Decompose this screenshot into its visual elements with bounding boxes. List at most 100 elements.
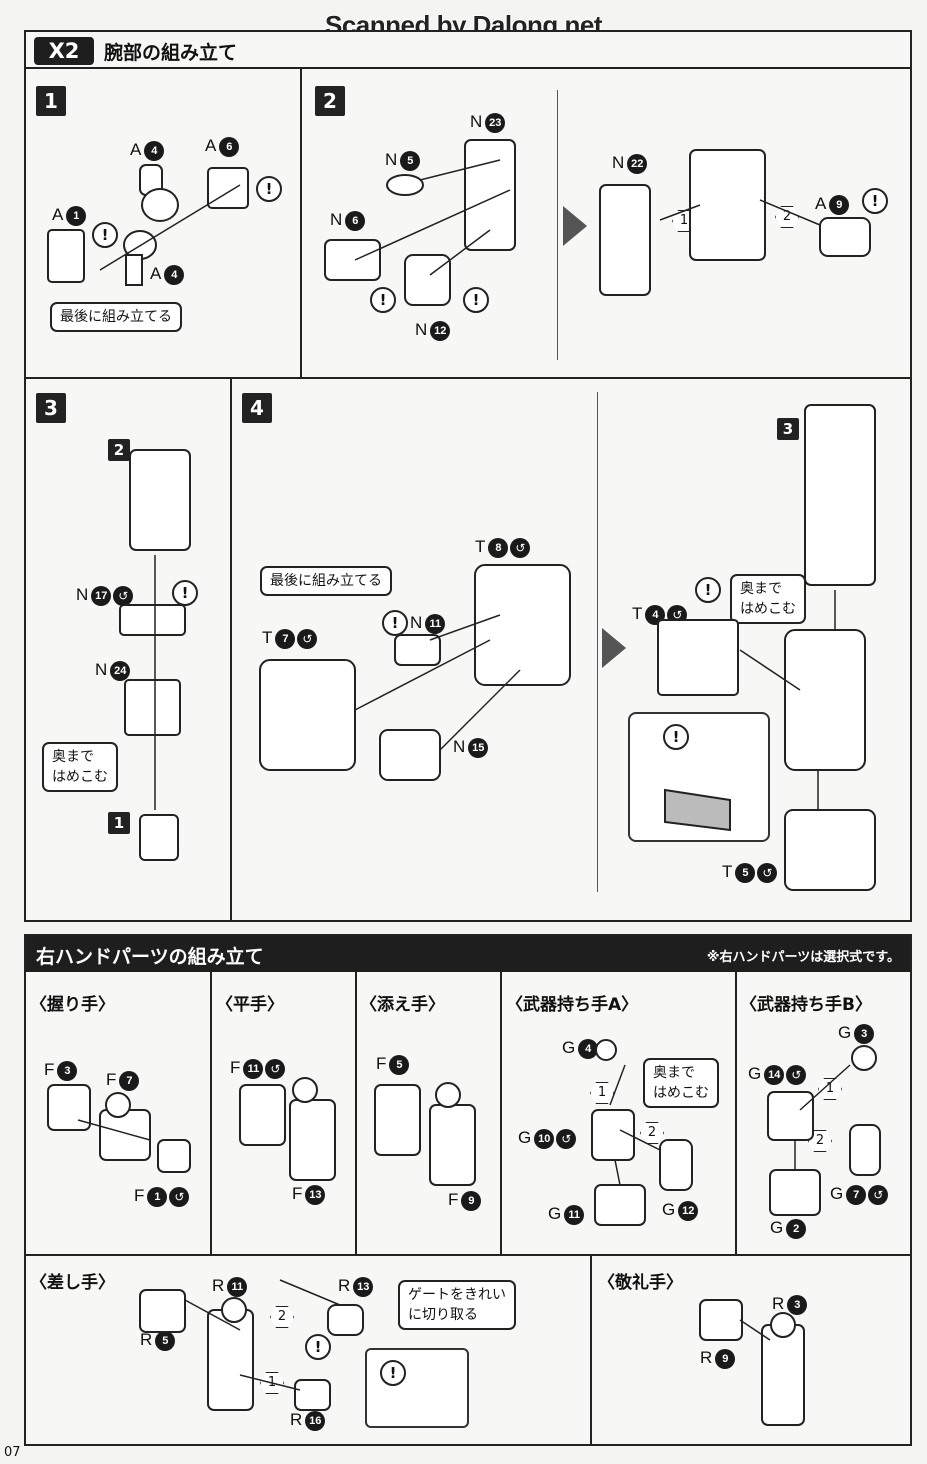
hand-title-salute: 〈敬礼手〉 [598, 1273, 683, 1293]
hand-divider-v2 [355, 972, 357, 1254]
exclamation-icon: ! [695, 577, 721, 603]
cement-icon: ↺ [757, 862, 778, 883]
divider-v2 [230, 379, 232, 922]
step-arrow-1: 1 [590, 1082, 614, 1104]
cement-icon: ↺ [556, 1128, 577, 1149]
hand-section-header: 右ハンドパーツの組み立て ※右ハンドパーツは選択式です。 [26, 936, 910, 972]
arrow-right-icon [602, 628, 626, 668]
step-arrow-2: 2 [775, 206, 799, 228]
arrow-right-icon [563, 206, 587, 246]
step-3-number: 3 [36, 393, 66, 423]
divider-h1 [24, 377, 912, 379]
divider-thin-2 [557, 90, 558, 360]
ref-step-1: 1 [108, 812, 130, 834]
ref-step-3: 3 [777, 418, 799, 440]
note-press-in-4: 奥まで はめこむ [730, 574, 806, 624]
step-4-number: 4 [242, 393, 272, 423]
cement-icon: ↺ [868, 1184, 889, 1205]
exclamation-icon: ! [382, 610, 408, 636]
exclamation-icon: ! [92, 222, 118, 248]
exclamation-icon: ! [463, 287, 489, 313]
hand-title-weapon-a: 〈武器持ち手A〉 [506, 995, 639, 1015]
note-assemble-last-1: 最後に組み立てる [50, 302, 182, 332]
hand-divider-v4 [735, 972, 737, 1254]
divider-thin-4 [597, 392, 598, 892]
cement-icon: ↺ [786, 1064, 807, 1085]
note-trim-gate: ゲートをきれい に切り取る [398, 1280, 516, 1330]
arm-section-title: 腕部の組み立て [104, 42, 238, 64]
exclamation-icon: ! [380, 1360, 406, 1386]
hand-divider-v5 [590, 1256, 592, 1446]
cement-icon: ↺ [113, 585, 134, 606]
x2-badge-box: X2 [34, 37, 94, 65]
hand-title-support: 〈添え手〉 [360, 995, 445, 1015]
exclamation-icon: ! [663, 724, 689, 750]
hand-divider-h [24, 1254, 912, 1256]
detail-inset [365, 1348, 469, 1428]
hand-title-weapon-b: 〈武器持ち手B〉 [740, 995, 872, 1015]
hand-section-title: 右ハンドパーツの組み立て [36, 946, 264, 968]
hand-title-open: 〈平手〉 [216, 995, 284, 1015]
note-press-in-3: 奥まで はめこむ [42, 742, 118, 792]
hand-divider-v3 [500, 972, 502, 1254]
note-assemble-last-4: 最後に組み立てる [260, 566, 392, 596]
hand-section-note: ※右ハンドパーツは選択式です。 [706, 950, 900, 965]
exclamation-icon: ! [370, 287, 396, 313]
step-arrow-2: 2 [640, 1122, 664, 1144]
step-arrow-2: 2 [808, 1130, 832, 1152]
page-number: 07 [4, 1445, 21, 1460]
step-1-number: 1 [36, 86, 66, 116]
step-arrow-2: 2 [270, 1306, 294, 1328]
note-press-in-weapon-a: 奥まで はめこむ [643, 1058, 719, 1108]
hand-title-pointing: 〈差し手〉 [30, 1273, 115, 1293]
exclamation-icon: ! [256, 176, 282, 202]
exclamation-icon: ! [862, 188, 888, 214]
step-2-number: 2 [315, 86, 345, 116]
x2-badge: X2 [48, 39, 80, 63]
cement-icon: ↺ [265, 1058, 286, 1079]
cement-icon: ↺ [510, 537, 531, 558]
ref-step-2: 2 [108, 439, 130, 461]
exclamation-icon: ! [305, 1334, 331, 1360]
step-arrow-1: 1 [818, 1078, 842, 1100]
divider-v1 [300, 69, 302, 379]
